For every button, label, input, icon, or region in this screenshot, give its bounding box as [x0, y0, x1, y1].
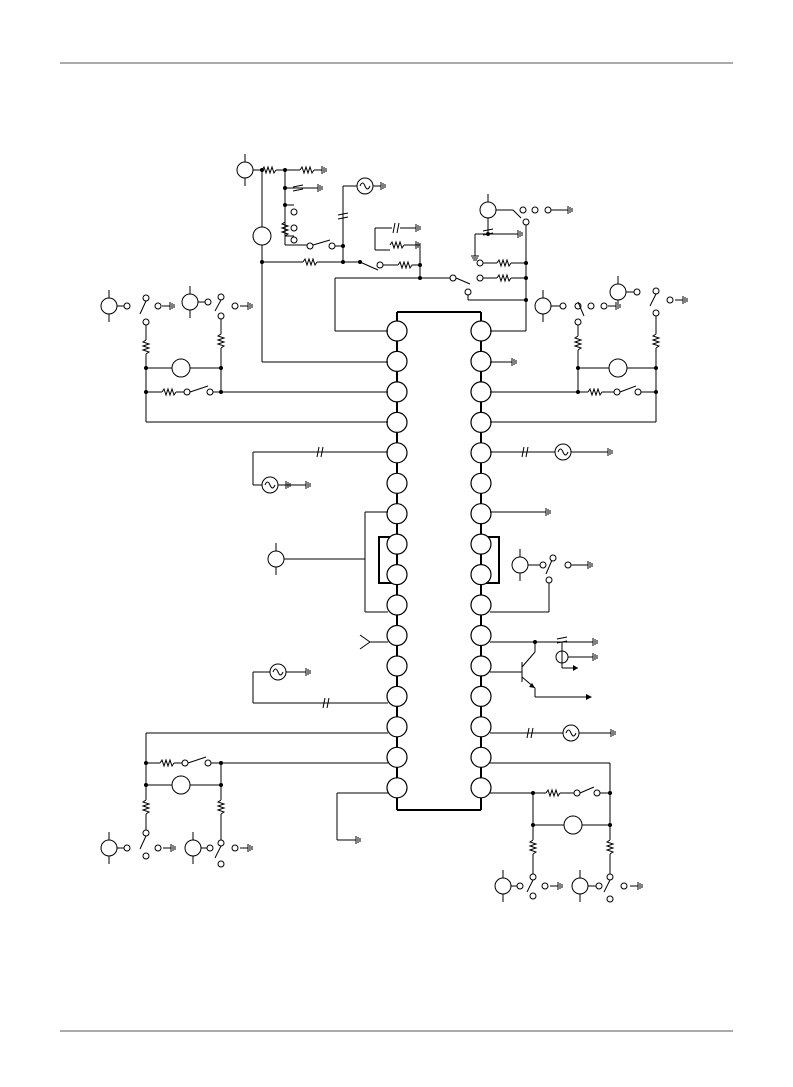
- ic-pin-right-13: [470, 685, 492, 708]
- ic-pin-left-7: [386, 503, 408, 525]
- ic-pin-right-15: [470, 746, 492, 768]
- ic-pin-left-10: [386, 594, 408, 616]
- ic-pin-left-14: [386, 716, 408, 738]
- ground-symbol: [599, 447, 613, 457]
- ground-symbol: [579, 560, 593, 570]
- ac-source-symbol: [261, 476, 279, 494]
- ic-pin-right-4: [470, 411, 492, 433]
- right-mid-switch: [490, 548, 593, 613]
- ic-pin-left-8: [386, 533, 408, 555]
- meter-symbol: [171, 775, 191, 795]
- npn-transistor-symbol: [521, 651, 536, 668]
- ic-pin-left-15: [386, 746, 408, 768]
- ground-symbol: [559, 205, 573, 215]
- right-ac-input-1: [490, 443, 613, 461]
- ic-pin-right-1: [470, 320, 492, 342]
- meter-symbol: [100, 831, 118, 865]
- ground-symbol: [503, 357, 517, 367]
- left-antenna-input: [359, 634, 388, 650]
- meter-symbol: [534, 289, 552, 323]
- ground-symbol: [407, 240, 421, 250]
- ic-pin-left-1: [386, 320, 408, 342]
- ic-pin-left-2: [386, 350, 408, 372]
- ground-symbol: [313, 165, 327, 175]
- ground-symbol: [674, 295, 688, 305]
- ground-symbol: [584, 637, 598, 647]
- ground-symbol: [629, 881, 643, 891]
- ground-symbol: [602, 728, 616, 738]
- ic-pin-right-9: [470, 563, 492, 586]
- ic-pin-left-16: [386, 777, 408, 799]
- ic-pin-left-9: [386, 563, 408, 586]
- ground-symbol: [239, 843, 253, 853]
- ac-source-symbol: [269, 663, 287, 681]
- meter-symbol: [609, 275, 627, 309]
- right-lower-module: [490, 762, 643, 903]
- ground-symbol: [309, 183, 323, 193]
- ground-symbol: [407, 223, 421, 233]
- ac-source-symbol: [562, 724, 580, 742]
- ground-symbol: [347, 835, 361, 845]
- meter-symbol: [171, 358, 191, 378]
- left-lower-module: [100, 732, 388, 868]
- right-ac-input-2: [490, 724, 616, 742]
- left-bottom-ground: [336, 792, 388, 845]
- top-right-network: [449, 193, 573, 332]
- meter-symbol: [608, 358, 628, 378]
- meter-symbol: [494, 869, 512, 903]
- ic-pin-right-7: [470, 503, 492, 525]
- ac-source-symbol: [356, 177, 374, 195]
- meter-symbol: [181, 285, 199, 319]
- ground-symbol: [549, 881, 563, 891]
- ic-pin-right-5: [470, 442, 492, 464]
- ic-pin-right-3: [470, 381, 492, 403]
- ic-pin-left-4: [386, 411, 408, 433]
- right-pin7-ground: [490, 507, 551, 517]
- ic-pin-right-6: [470, 472, 492, 494]
- ground-symbol: [297, 667, 311, 677]
- meter-symbol: [563, 815, 583, 835]
- left-ac-input-1: [252, 446, 388, 494]
- ground-symbol: [239, 301, 253, 311]
- ic-pin-right-11: [470, 624, 492, 647]
- ic-pin-right-14: [470, 716, 492, 738]
- ic-pin-left-5: [386, 442, 408, 464]
- ground-symbol: [297, 480, 311, 490]
- ground-symbol: [372, 181, 386, 191]
- right-pin-ground: [490, 357, 517, 367]
- left-upper-module: [100, 285, 388, 423]
- ic-pin-left-6: [386, 472, 408, 494]
- ground-symbol: [509, 229, 523, 239]
- ic-pin-left-13: [386, 685, 408, 708]
- ac-source-symbol: [554, 443, 572, 461]
- meter-symbol: [100, 289, 118, 323]
- meter-symbol: [236, 153, 254, 187]
- right-upper-module: [490, 275, 688, 423]
- meter-symbol: [511, 548, 529, 582]
- meter-symbol: [267, 542, 285, 576]
- ic-pins-right: [470, 320, 492, 799]
- ground-symbol: [470, 247, 480, 261]
- ic-pin-left-3: [386, 381, 408, 403]
- ic-pin-left-11: [386, 624, 408, 647]
- meter-symbol: [184, 831, 202, 865]
- left-ac-input-2: [252, 663, 388, 709]
- left-mid-meter: [267, 511, 388, 613]
- top-left-network: [236, 153, 450, 363]
- ground-symbol: [161, 301, 175, 311]
- ic-pin-right-10: [470, 594, 492, 616]
- ground-symbol: [584, 652, 598, 662]
- ic-pin-right-8: [470, 533, 492, 555]
- ic-pin-left-12: [386, 655, 408, 677]
- right-transistor-stage: [490, 636, 598, 700]
- meter-symbol: [479, 193, 497, 227]
- ic-pin-right-12: [470, 655, 492, 677]
- meter-symbol: [571, 869, 589, 903]
- ic-pin-right-2: [470, 350, 492, 372]
- ic-pin-right-16: [470, 777, 492, 799]
- ground-symbol: [537, 507, 551, 517]
- ground-symbol: [162, 843, 176, 853]
- meter-symbol: [252, 226, 272, 246]
